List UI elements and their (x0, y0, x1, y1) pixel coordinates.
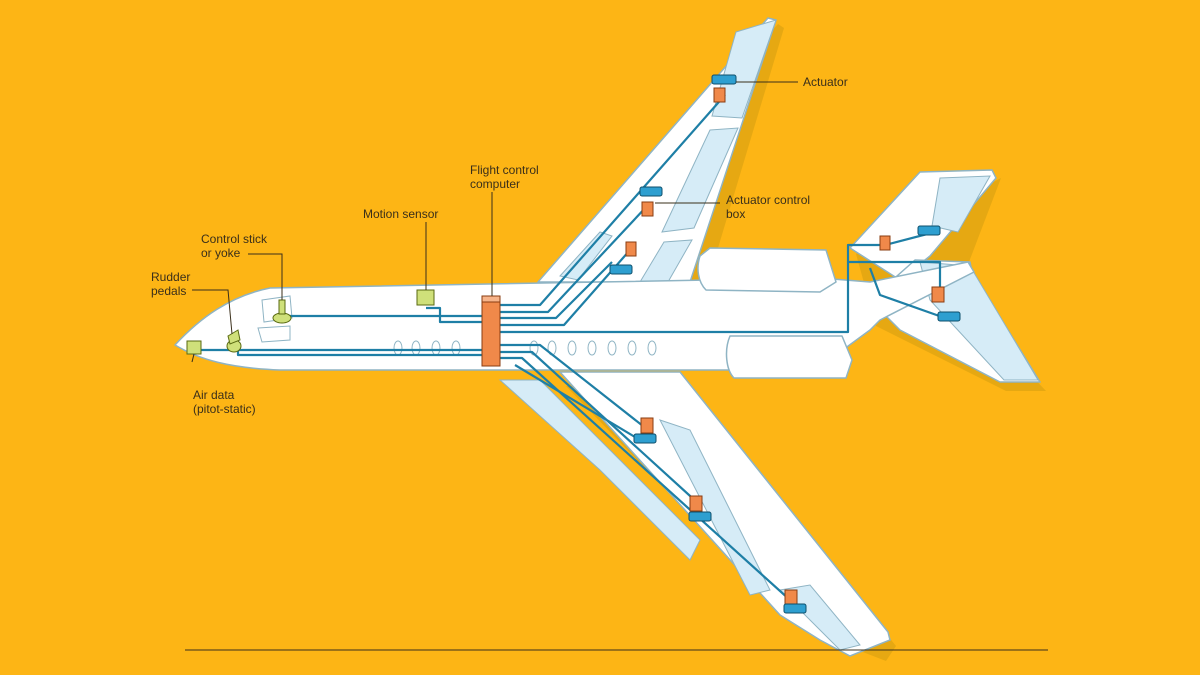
label-rudder-pedals-line2: pedals (151, 284, 186, 298)
leader-lines (185, 81, 1048, 651)
label-air-data-line1: Air data (193, 388, 235, 402)
label-air-data-line2: (pitot-static) (193, 402, 256, 416)
flight-control-computer (481, 295, 501, 367)
label-flight-control-computer-line2: computer (470, 177, 520, 191)
control-stick (272, 299, 292, 324)
label-control-stick-line1: Control stick (201, 232, 268, 246)
label-actuator: Actuator (803, 75, 848, 89)
fuselage (174, 247, 975, 379)
rudder-pedals (226, 329, 242, 353)
label-rudder-pedals-line1: Rudder (151, 270, 190, 284)
label-motion-sensor: Motion sensor (363, 207, 438, 221)
label-actuator-control-box-line1: Actuator control (726, 193, 810, 207)
motion-sensor (416, 289, 435, 306)
label-control-stick-line2: or yoke (201, 246, 241, 260)
label-actuator-control-box-line2: box (726, 207, 745, 221)
label-flight-control-computer-line1: Flight control (470, 163, 539, 177)
air-data-probe (186, 340, 202, 363)
actuators (609, 74, 961, 614)
